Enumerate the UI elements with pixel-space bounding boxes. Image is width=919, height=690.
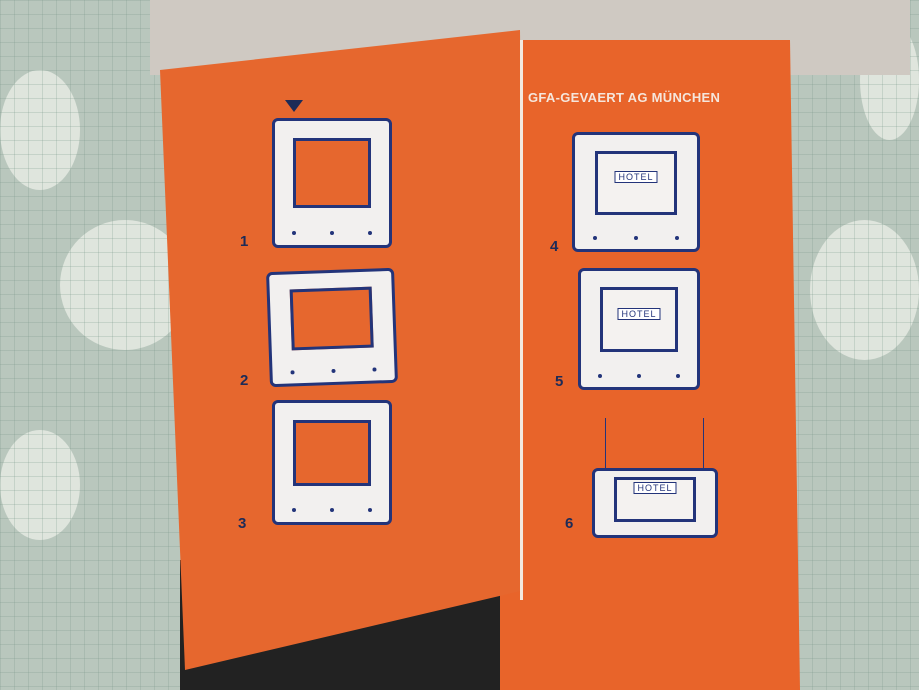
flap-edge bbox=[520, 40, 523, 600]
hotel-sign: HOTEL bbox=[617, 307, 661, 320]
slide-illustration-5: HOTEL bbox=[578, 268, 700, 390]
down-arrow-icon bbox=[605, 418, 606, 473]
hotel-sign: HOTEL bbox=[633, 482, 677, 495]
tablecloth-dot bbox=[0, 70, 80, 190]
step-number: 3 bbox=[238, 515, 247, 532]
step-number: 5 bbox=[555, 373, 564, 390]
hotel-sign: HOTEL bbox=[614, 171, 658, 184]
slide-illustration-4: HOTEL bbox=[572, 132, 700, 252]
slide-illustration-2 bbox=[266, 267, 398, 388]
slide-illustration-1 bbox=[272, 118, 392, 248]
slide-illustration-3 bbox=[272, 400, 392, 525]
insert-arrow-icon bbox=[285, 100, 303, 112]
step-number: 2 bbox=[240, 372, 249, 389]
brand-text: GFA-GEVAERT AG MÜNCHEN bbox=[528, 90, 721, 105]
step-number: 4 bbox=[550, 238, 559, 255]
step-number: 6 bbox=[565, 515, 574, 532]
tablecloth-dot bbox=[0, 430, 80, 540]
down-arrow-icon bbox=[703, 418, 704, 473]
tablecloth-dot bbox=[810, 220, 919, 360]
step-number: 1 bbox=[240, 233, 249, 250]
slide-illustration-6: HOTEL bbox=[592, 468, 718, 538]
